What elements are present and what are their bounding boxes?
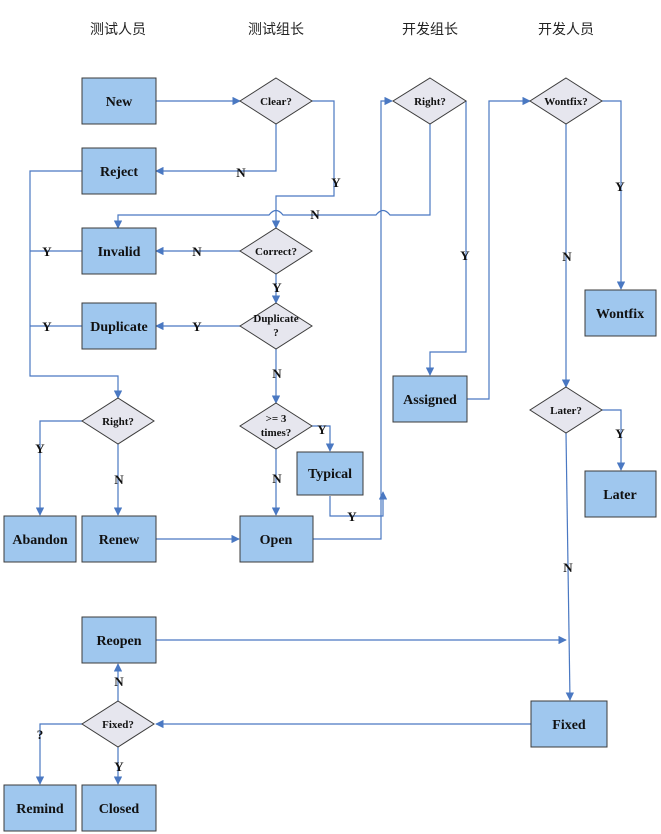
decision-fixed: Fixed? [81,700,155,748]
node-later: Later [584,470,657,518]
decision-duplicate: Duplicate ? [239,302,313,350]
decision-clear: Clear? [239,77,313,125]
edge-fixedq-remind [35,723,82,785]
label-invalid-yes: Y [42,244,52,259]
node-assigned-label: Assigned [403,393,457,408]
label-dup-no: N [272,366,282,381]
node-reject: Reject [81,147,157,195]
node-wontfix-label: Wontfix [596,307,644,322]
edge-open-leadright [313,96,393,540]
label-correct-yes: Y [272,280,282,295]
node-duplicate: Duplicate [81,302,157,350]
edge-laterq-later [602,409,626,471]
decision-times: >= 3 times? [239,402,313,450]
decision-wontfix: Wontfix? [529,77,603,125]
node-fixed: Fixed [530,700,608,748]
node-duplicate-label: Duplicate [90,320,148,335]
node-later-label: Later [603,488,636,503]
node-closed: Closed [81,784,157,832]
edge-assigned-wontfix [467,96,531,400]
node-closed-label: Closed [99,802,140,817]
decision-tester-right-label: Right? [102,416,134,428]
decision-correct: Correct? [239,227,313,275]
edge-times-typical [312,425,335,452]
node-open-label: Open [260,533,293,548]
node-abandon-label: Abandon [12,533,67,548]
node-remind: Remind [3,784,77,832]
decision-lead-right: Right? [392,77,467,125]
node-reopen-label: Reopen [96,634,141,649]
edge-laterq-fixed [565,432,575,701]
decision-wontfix-label: Wontfix? [544,96,587,108]
node-abandon: Abandon [3,515,77,563]
label-leadright-no: N [310,207,320,222]
label-wontfix-no: N [562,249,572,264]
decision-duplicate-label-1: Duplicate [253,313,298,325]
label-leadright-yes: Y [460,248,470,263]
decision-correct-label: Correct? [255,246,297,258]
node-invalid-label: Invalid [98,245,141,260]
label-fixed-yes: Y [114,759,124,774]
node-remind-label: Remind [16,802,64,817]
node-wontfix: Wontfix [584,289,657,337]
node-open: Open [239,515,314,563]
lane-header-tester: 测试人员 [90,22,146,38]
decision-times-label-2: times? [261,427,292,439]
decision-tester-right: Right? [81,397,155,445]
label-later-yes: Y [615,426,625,441]
node-fixed-label: Fixed [552,718,586,733]
node-reject-label: Reject [100,165,138,180]
label-typical-yes: Y [347,509,357,524]
edge-wontfixq-wontfix [602,100,626,290]
lane-header-test-lead: 测试组长 [248,22,304,38]
label-times-yes: Y [317,422,327,437]
edge-labels: N Y N N Y Y N Y N Y Y Y Y N Y Y N Y N N … [35,165,625,774]
label-duplicate-yes: Y [42,319,52,334]
label-right-no: N [114,472,124,487]
edge-reject-right [29,170,123,399]
label-correct-no: N [192,244,202,259]
decision-later: Later? [529,386,603,434]
node-typical-label: Typical [308,467,352,482]
decision-duplicate-label-2: ? [273,327,279,339]
label-clear-yes: Y [331,175,341,190]
edge-typical-up [329,491,388,517]
decision-lead-right-label: Right? [414,96,446,108]
node-reopen: Reopen [81,616,157,664]
edge-leadright-invalid [113,124,431,229]
label-later-no: N [563,560,573,575]
edge-clear-correct [271,100,335,229]
lane-header-developer: 开发人员 [538,22,594,38]
lane-header-dev-lead: 开发组长 [402,22,458,38]
label-dup-yes: Y [192,319,202,334]
label-wontfix-yes: Y [615,179,625,194]
node-new-label: New [106,95,133,110]
edge-leadright-assigned [425,101,467,376]
label-clear-no: N [236,165,246,180]
label-fixed-no: N [114,674,124,689]
decision-later-label: Later? [550,405,582,417]
node-renew: Renew [81,515,157,563]
decision-fixed-label: Fixed? [102,719,134,731]
decision-clear-label: Clear? [260,96,292,108]
node-new: New [81,77,157,125]
node-typical: Typical [296,451,364,496]
connectors [29,96,626,785]
label-times-no: N [272,471,282,486]
edge-clear-reject [155,124,277,176]
decision-times-label-1: >= 3 [266,413,287,425]
label-fixed-unknown: ? [37,727,44,742]
label-right-yes: Y [35,441,45,456]
node-invalid: Invalid [81,227,157,275]
edge-right-abandon [35,420,82,516]
node-renew-label: Renew [99,533,140,548]
node-assigned: Assigned [392,375,468,423]
